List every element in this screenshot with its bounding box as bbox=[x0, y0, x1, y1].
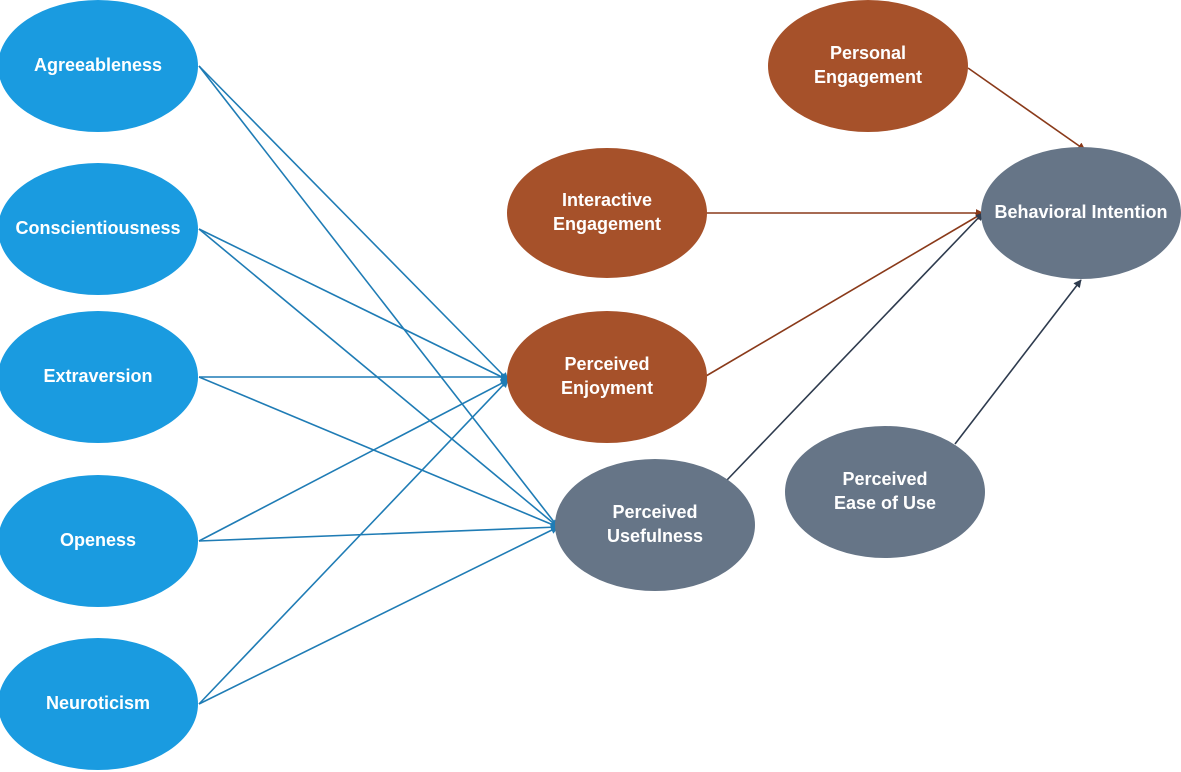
node-interactive-engagement-label: Interactive bbox=[562, 190, 652, 210]
node-personal-engagement-label: Engagement bbox=[814, 67, 922, 87]
node-behavioral-intention-ellipse bbox=[981, 147, 1181, 279]
node-conscientiousness: Conscientiousness bbox=[0, 163, 198, 295]
node-agreeableness-ellipse bbox=[0, 0, 198, 132]
node-perceived-usefulness-ellipse bbox=[555, 459, 755, 591]
node-extraversion: Extraversion bbox=[0, 311, 198, 443]
arrow-personal-engagement-to-behavioral-intention bbox=[967, 67, 1086, 151]
node-perceived-ease-of-use-ellipse bbox=[785, 426, 985, 558]
arrows-layer bbox=[198, 65, 1086, 705]
node-agreeableness: Agreeableness bbox=[0, 0, 198, 132]
node-perceived-enjoyment-label: Perceived bbox=[564, 354, 649, 374]
node-extraversion-ellipse bbox=[0, 311, 198, 443]
arrow-conscientiousness-to-perceived-usefulness bbox=[198, 228, 559, 528]
node-neuroticism-ellipse bbox=[0, 638, 198, 770]
node-personal-engagement-ellipse bbox=[768, 0, 968, 132]
arrow-perceived-ease-of-use-to-behavioral-intention bbox=[954, 279, 1082, 445]
node-neuroticism: Neuroticism bbox=[0, 638, 198, 770]
node-conscientiousness-ellipse bbox=[0, 163, 198, 295]
node-perceived-ease-of-use-label: Ease of Use bbox=[834, 493, 936, 513]
node-openess-label: Openess bbox=[60, 530, 136, 550]
node-perceived-ease-of-use-label: Perceived bbox=[842, 469, 927, 489]
node-extraversion-label: Extraversion bbox=[43, 366, 152, 386]
arrow-perceived-usefulness-to-behavioral-intention bbox=[726, 212, 984, 481]
node-behavioral-intention-label: Behavioral Intention bbox=[994, 202, 1167, 222]
node-perceived-enjoyment-label: Enjoyment bbox=[561, 378, 653, 398]
node-personal-engagement-label: Personal bbox=[830, 43, 906, 63]
arrow-perceived-enjoyment-to-behavioral-intention bbox=[705, 212, 984, 377]
node-interactive-engagement-label: Engagement bbox=[553, 214, 661, 234]
arrow-openess-to-perceived-usefulness bbox=[198, 523, 559, 542]
arrow-agreeableness-to-perceived-usefulness bbox=[198, 65, 559, 528]
arrow-agreeableness-to-perceived-enjoyment bbox=[198, 65, 509, 381]
node-openess: Openess bbox=[0, 475, 198, 607]
node-behavioral-intention: Behavioral Intention bbox=[981, 147, 1181, 279]
node-perceived-enjoyment-ellipse bbox=[507, 311, 707, 443]
arrow-extraversion-to-perceived-usefulness bbox=[198, 376, 559, 528]
node-perceived-usefulness-label: Perceived bbox=[612, 502, 697, 522]
node-conscientiousness-label: Conscientiousness bbox=[15, 218, 180, 238]
arrow-conscientiousness-to-perceived-enjoyment bbox=[198, 228, 509, 381]
node-agreeableness-label: Agreeableness bbox=[34, 55, 162, 75]
arrow-neuroticism-to-perceived-usefulness bbox=[198, 526, 559, 705]
node-perceived-usefulness-label: Usefulness bbox=[607, 526, 703, 546]
arrow-neuroticism-to-perceived-enjoyment bbox=[198, 379, 509, 705]
node-interactive-engagement-ellipse bbox=[507, 148, 707, 278]
node-openess-ellipse bbox=[0, 475, 198, 607]
arrow-openess-to-perceived-enjoyment bbox=[198, 379, 509, 542]
node-neuroticism-label: Neuroticism bbox=[46, 693, 150, 713]
